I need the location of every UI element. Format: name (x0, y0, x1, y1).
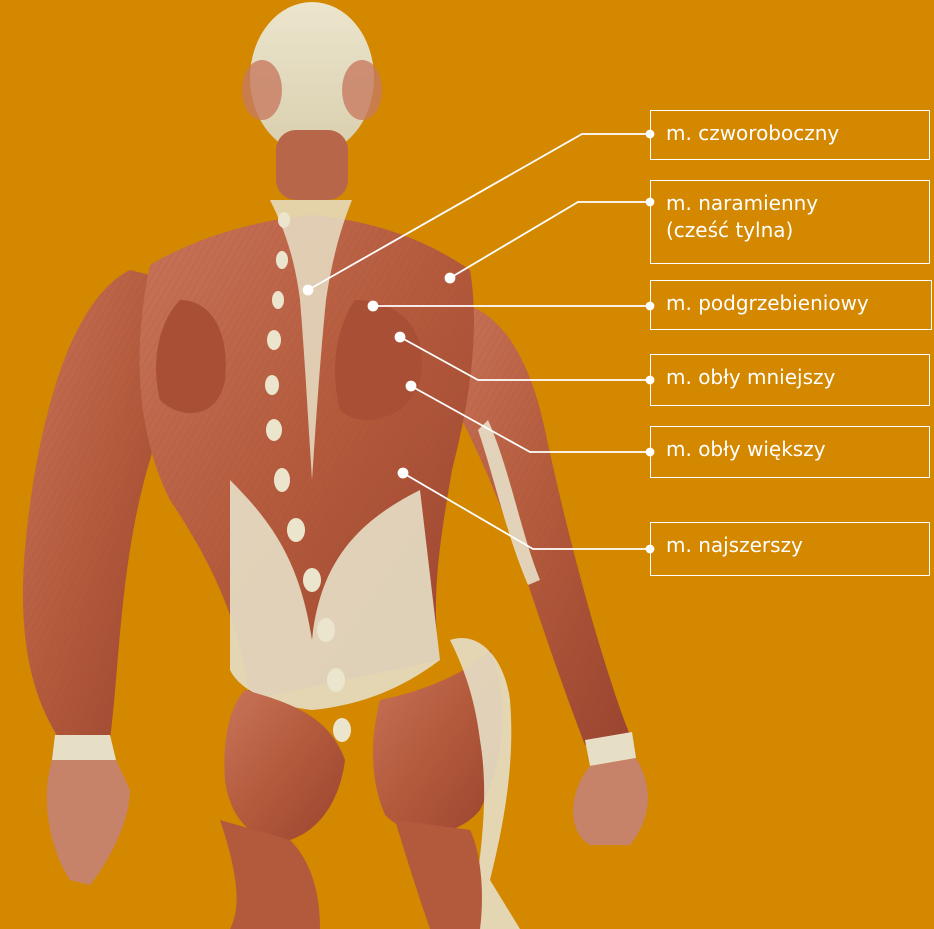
label-teres-minor: m. obły mniejszy (650, 354, 930, 406)
label-text: m. obły większy (666, 436, 917, 463)
leader-dot-deltoid (446, 274, 455, 283)
label-infraspinatus: m. podgrzebieniowy (650, 280, 932, 330)
label-deltoid: m. naramienny (cześć tylna) (650, 180, 930, 264)
label-text: m. najszerszy (666, 532, 917, 559)
label-text: m. naramienny (666, 190, 917, 217)
leader-dot-trapezius (304, 286, 313, 295)
label-trapezius: m. czworoboczny (650, 110, 930, 160)
label-teres-major: m. obły większy (650, 426, 930, 478)
leader-dot-infraspinatus (369, 302, 378, 311)
leader-line-teres-major (411, 386, 650, 452)
label-latissimus: m. najszerszy (650, 522, 930, 576)
leader-dot-teres-minor (396, 333, 405, 342)
label-text: m. czworoboczny (666, 120, 917, 147)
leader-dot-latissimus (399, 469, 408, 478)
leader-line-deltoid (450, 202, 650, 278)
label-text: m. obły mniejszy (666, 364, 917, 391)
label-text-2: (cześć tylna) (666, 217, 917, 244)
leader-line-trapezius (308, 134, 650, 290)
leader-dot-teres-major (407, 382, 416, 391)
leader-line-latissimus (403, 473, 650, 549)
leader-line-teres-minor (400, 337, 650, 380)
label-text: m. podgrzebieniowy (666, 290, 919, 317)
